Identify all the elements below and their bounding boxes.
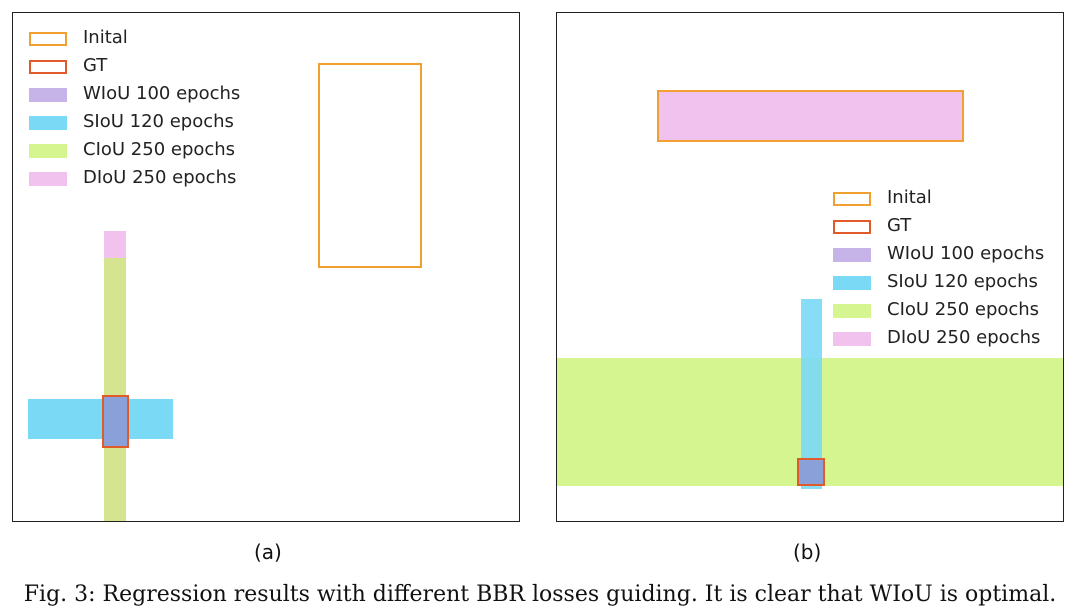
- legend-label-ciou: CIoU 250 epochs: [83, 139, 236, 160]
- legend-swatch-wiou: [833, 248, 871, 262]
- legend-label-gt: GT: [887, 215, 912, 236]
- legend-label-diou: DIoU 250 epochs: [887, 327, 1041, 348]
- legend-swatch-ciou: [833, 304, 871, 318]
- legend-label-ciou: CIoU 250 epochs: [887, 299, 1040, 320]
- legend-label-siou: SIoU 120 epochs: [83, 111, 234, 132]
- legend-swatch-initial: [29, 32, 67, 46]
- legend-swatch-gt: [29, 60, 67, 74]
- panel-a: Inital GT WIoU 100 epochs SIoU 120 epoch…: [12, 12, 520, 522]
- legend-swatch-ciou: [29, 144, 67, 158]
- diou-box-b: [657, 90, 962, 140]
- gt-box-b: [797, 458, 825, 486]
- legend-label-initial: Inital: [83, 27, 128, 48]
- legend-label-diou: DIoU 250 epochs: [83, 167, 237, 188]
- legend-swatch-wiou: [29, 88, 67, 102]
- figure-caption: Fig. 3: Regression results with differen…: [23, 582, 1057, 607]
- ciou-box-a: [104, 258, 126, 521]
- siou-box-a: [28, 399, 173, 439]
- panel-label-b: (b): [793, 540, 822, 564]
- wiou-box-b: [798, 459, 824, 485]
- legend-swatch-initial: [833, 192, 871, 206]
- legend-swatch-siou: [29, 116, 67, 130]
- gt-box-a: [102, 395, 129, 448]
- wiou-box-a: [103, 397, 128, 447]
- initial-box-a: [318, 63, 422, 268]
- legend-swatch-siou: [833, 276, 871, 290]
- siou-box-b: [801, 299, 822, 489]
- legend-label-initial: Inital: [887, 187, 932, 208]
- legend-swatch-gt: [833, 220, 871, 234]
- legend-swatch-diou: [833, 332, 871, 346]
- panel-label-a: (a): [254, 540, 282, 564]
- initial-box-b: [657, 90, 964, 142]
- legend-label-wiou: WIoU 100 epochs: [887, 243, 1045, 264]
- legend-label-siou: SIoU 120 epochs: [887, 271, 1038, 292]
- legend-label-gt: GT: [83, 55, 108, 76]
- legend-swatch-diou: [29, 172, 67, 186]
- panel-b: Inital GT WIoU 100 epochs SIoU 120 epoch…: [556, 12, 1064, 522]
- legend-label-wiou: WIoU 100 epochs: [83, 83, 241, 104]
